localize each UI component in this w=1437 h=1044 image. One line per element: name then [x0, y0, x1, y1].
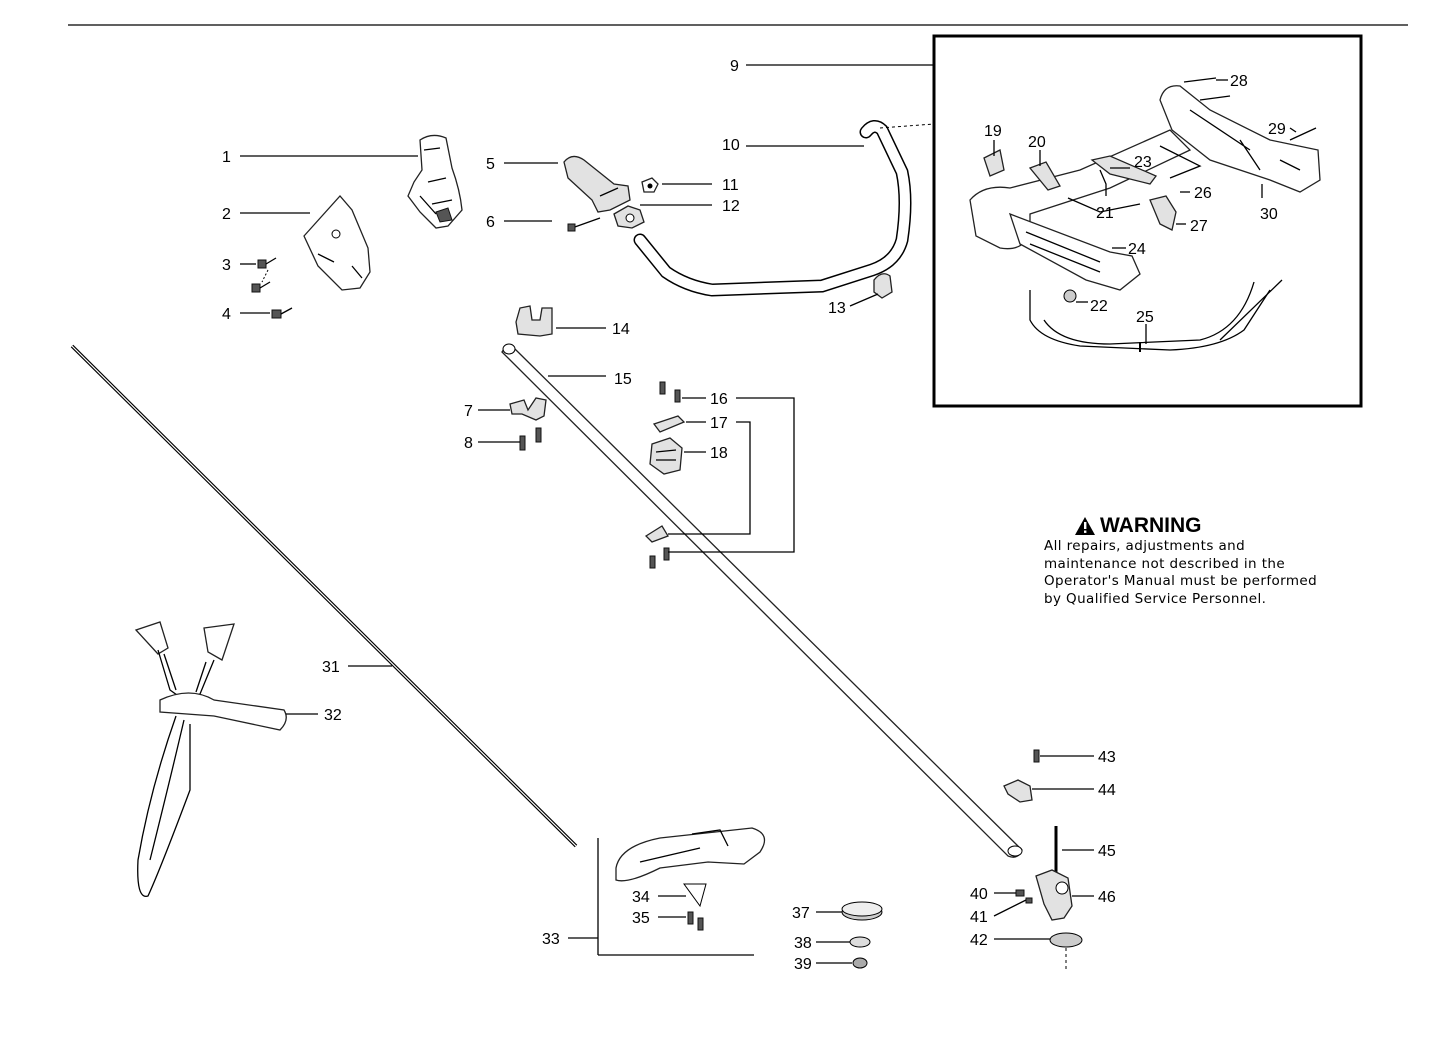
- label-12: 12: [722, 198, 740, 215]
- part-23-lever: [1090, 155, 1158, 185]
- part-main-handle-body: [969, 129, 1192, 291]
- part-25-cable: [1029, 279, 1283, 352]
- part-22-nut: [1063, 289, 1077, 303]
- part-28-screws: [1183, 77, 1231, 101]
- part-18-switch-block: [649, 437, 683, 475]
- label-38: 38: [794, 935, 812, 952]
- label-5: 5: [486, 156, 495, 173]
- label-16: 16: [710, 391, 728, 408]
- part-15-shaft-tube: [501, 343, 1023, 858]
- part-10-loop-handle: [633, 120, 935, 297]
- label-46: 46: [1098, 889, 1116, 906]
- part-29-screw: [1289, 127, 1317, 141]
- label-26: 26: [1194, 185, 1212, 202]
- label-4: 4: [222, 306, 231, 323]
- label-28: 28: [1230, 73, 1248, 90]
- part-34-blade: [683, 883, 707, 908]
- label-27: 27: [1190, 218, 1208, 235]
- label-22: 22: [1090, 298, 1108, 315]
- part-38-washer: [849, 936, 871, 948]
- part-33-guard: [597, 827, 766, 956]
- part-46-gearhead: [1035, 869, 1073, 921]
- part-44-clamp: [1003, 779, 1033, 803]
- part-3-screws: [251, 257, 277, 293]
- warning-notice: WARNING All repairs, adjustments and mai…: [1044, 514, 1324, 609]
- part-2-drawing: [303, 195, 371, 291]
- part-27-throttle: [1149, 195, 1177, 231]
- part-17-18-lower: [644, 525, 670, 569]
- label-21: 21: [1096, 205, 1114, 222]
- label-13: 13: [828, 300, 846, 317]
- part-11-nut: [641, 177, 659, 193]
- part-35-screws: [687, 911, 704, 931]
- part-32-harness: [134, 621, 287, 897]
- part-4-screw: [271, 307, 293, 319]
- label-15: 15: [614, 371, 632, 388]
- warning-icon: [1075, 517, 1095, 535]
- part-20-trigger: [1028, 161, 1061, 191]
- part-42-collar: [1049, 932, 1083, 970]
- label-44: 44: [1098, 782, 1116, 799]
- part-14-clip: [515, 305, 553, 337]
- part-13-knob: [873, 273, 893, 299]
- warning-title: WARNING: [1074, 514, 1324, 538]
- label-30: 30: [1260, 206, 1278, 223]
- label-45: 45: [1098, 843, 1116, 860]
- label-34: 34: [632, 889, 650, 906]
- label-8: 8: [464, 435, 473, 452]
- part-37-washer: [841, 901, 883, 921]
- part-number-labels: 1 2 3 4 5 6 7 8 9 10 11 12 13 14 15 16 1…: [222, 58, 1286, 973]
- part-39-nut: [852, 957, 868, 969]
- part-19-switch: [983, 149, 1005, 177]
- part-30-rear-housing: [1159, 85, 1321, 193]
- part-31-drive-shaft: [70, 344, 578, 848]
- part-17-plate: [652, 415, 686, 433]
- label-42: 42: [970, 932, 988, 949]
- label-31: 31: [322, 659, 340, 676]
- label-24: 24: [1128, 241, 1146, 258]
- label-23: 23: [1134, 154, 1152, 171]
- label-2: 2: [222, 206, 231, 223]
- label-25: 25: [1136, 309, 1154, 326]
- part-7-bracket: [509, 397, 547, 421]
- label-43: 43: [1098, 749, 1116, 766]
- label-20: 20: [1028, 134, 1046, 151]
- leader-lines: [240, 64, 1297, 964]
- label-11: 11: [722, 177, 739, 194]
- label-32: 32: [324, 707, 342, 724]
- part-43-screw: [1033, 749, 1040, 763]
- part-6-screw: [567, 217, 601, 232]
- label-7: 7: [464, 403, 473, 420]
- part-1-drawing: [407, 134, 463, 229]
- label-37: 37: [792, 905, 810, 922]
- label-29: 29: [1268, 121, 1286, 138]
- label-1: 1: [222, 149, 231, 166]
- warning-text: All repairs, adjustments and maintenance…: [1044, 538, 1318, 608]
- label-6: 6: [486, 214, 495, 231]
- label-33: 33: [542, 931, 560, 948]
- label-14: 14: [612, 321, 630, 338]
- label-40: 40: [970, 886, 988, 903]
- label-41: 41: [970, 909, 988, 926]
- part-12-clamp: [613, 205, 645, 229]
- warning-title-text: WARNING: [1100, 514, 1202, 537]
- label-17: 17: [710, 415, 728, 432]
- inset-frame: [932, 34, 1363, 408]
- label-10: 10: [722, 137, 740, 154]
- label-39: 39: [794, 956, 812, 973]
- label-3: 3: [222, 257, 231, 274]
- part-16-screws: [659, 381, 681, 403]
- part-8-screws: [519, 427, 542, 451]
- label-18: 18: [710, 445, 728, 462]
- part-5-grip: [563, 155, 631, 213]
- label-35: 35: [632, 910, 650, 927]
- label-19: 19: [984, 123, 1002, 140]
- label-9: 9: [730, 58, 739, 75]
